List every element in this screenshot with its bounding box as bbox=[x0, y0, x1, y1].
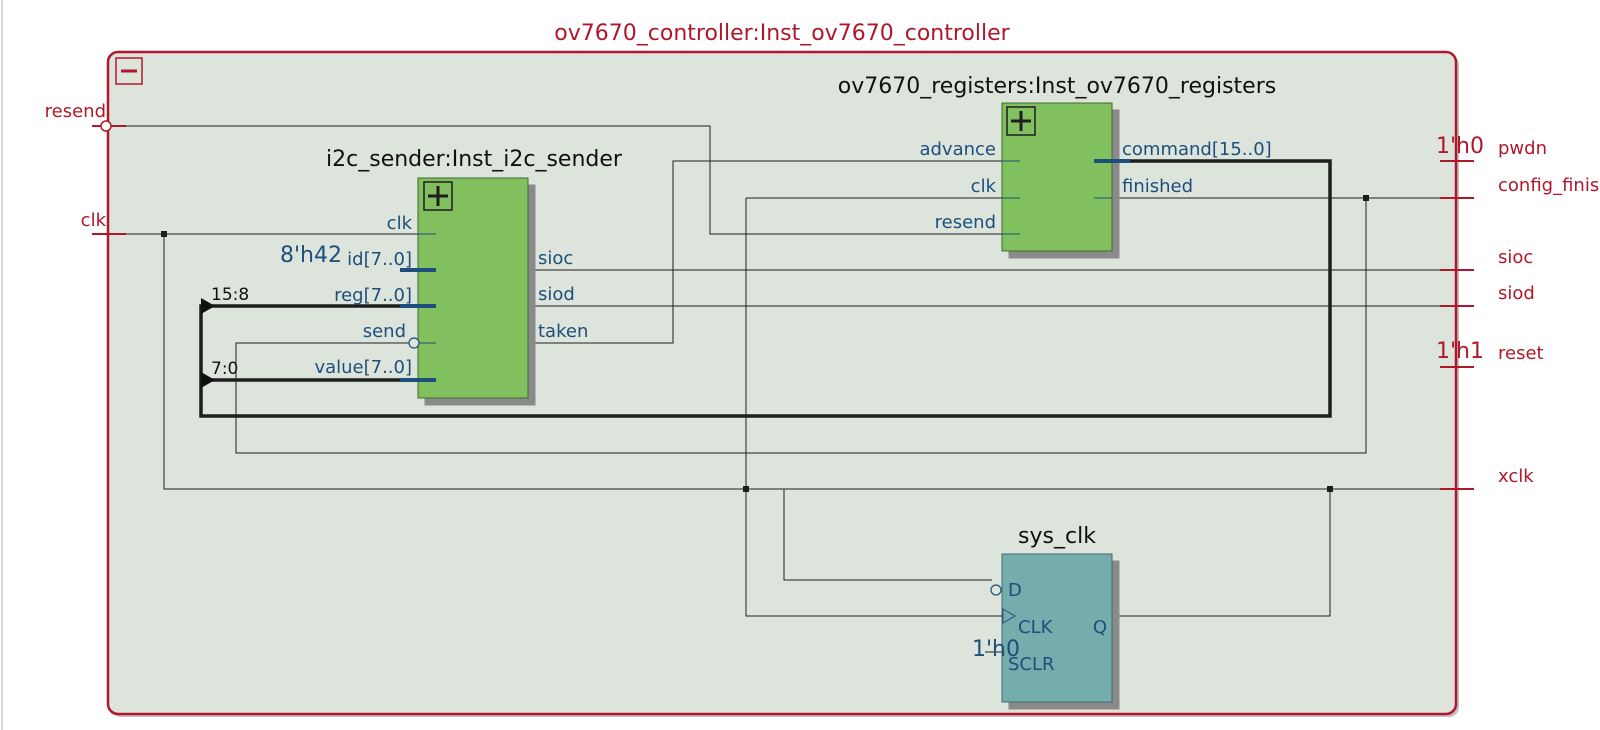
clk-input-label: clk bbox=[81, 210, 107, 231]
siod-output-label: siod bbox=[1498, 283, 1535, 304]
send-invert-bubble bbox=[408, 337, 420, 349]
i2c-sender-title: i2c_sender:Inst_i2c_sender bbox=[326, 147, 623, 172]
i2c-sender-block[interactable] bbox=[417, 177, 529, 399]
bus-tap-high: 15:8 bbox=[211, 285, 249, 305]
i2c-sender-expand-icon[interactable] bbox=[423, 181, 453, 211]
registers-block[interactable] bbox=[1001, 102, 1113, 252]
i2c-pin-send: send bbox=[363, 321, 406, 342]
reset-constant: 1'h1 bbox=[1436, 339, 1484, 364]
sysclk-pin-d: D bbox=[1008, 580, 1022, 601]
pwdn-output-label: pwdn bbox=[1498, 138, 1547, 159]
registers-expand-icon[interactable] bbox=[1006, 106, 1036, 136]
sys-clk-block[interactable] bbox=[1001, 553, 1113, 703]
reg-pin-clk: clk bbox=[971, 176, 997, 197]
config-finished-output-label: config_finis bbox=[1498, 175, 1599, 196]
sysclk-sclr-constant: 1'h0 bbox=[972, 637, 1020, 662]
pwdn-constant: 1'h0 bbox=[1436, 134, 1484, 159]
sysclk-pin-sclr: SCLR bbox=[1008, 654, 1055, 675]
registers-title: ov7670_registers:Inst_ov7670_registers bbox=[838, 74, 1276, 99]
bus-tap-low: 7:0 bbox=[211, 359, 238, 379]
reset-output-label: reset bbox=[1498, 343, 1544, 364]
controller-title: ov7670_controller:Inst_ov7670_controller bbox=[554, 21, 1010, 46]
sysclk-pin-clk: CLK bbox=[1018, 617, 1054, 638]
reg-pin-command: command[15..0] bbox=[1122, 139, 1272, 160]
reg-pin-advance: advance bbox=[919, 139, 996, 160]
i2c-pin-siod: siod bbox=[538, 284, 575, 305]
i2c-pin-id: id[7..0] bbox=[347, 249, 412, 270]
i2c-pin-reg: reg[7..0] bbox=[334, 285, 412, 306]
i2c-pin-value: value[7..0] bbox=[314, 357, 412, 378]
resend-input-label: resend bbox=[45, 101, 106, 122]
d-invert-bubble bbox=[990, 584, 1002, 596]
i2c-pin-sioc: sioc bbox=[538, 248, 573, 269]
sioc-output-label: sioc bbox=[1498, 247, 1533, 268]
collapse-minus-icon[interactable] bbox=[115, 57, 143, 85]
clock-edge-icon bbox=[1002, 608, 1016, 624]
i2c-pin-taken: taken bbox=[538, 321, 588, 342]
i2c-id-constant: 8'h42 bbox=[280, 243, 342, 268]
reg-pin-finished: finished bbox=[1122, 176, 1193, 197]
resend-input-port[interactable] bbox=[92, 120, 126, 132]
reg-pin-resend: resend bbox=[935, 212, 996, 233]
sysclk-pin-q: Q bbox=[1093, 617, 1107, 638]
i2c-pin-clk: clk bbox=[387, 213, 413, 234]
sys-clk-title: sys_clk bbox=[1018, 524, 1096, 549]
xclk-output-label: xclk bbox=[1498, 466, 1534, 487]
